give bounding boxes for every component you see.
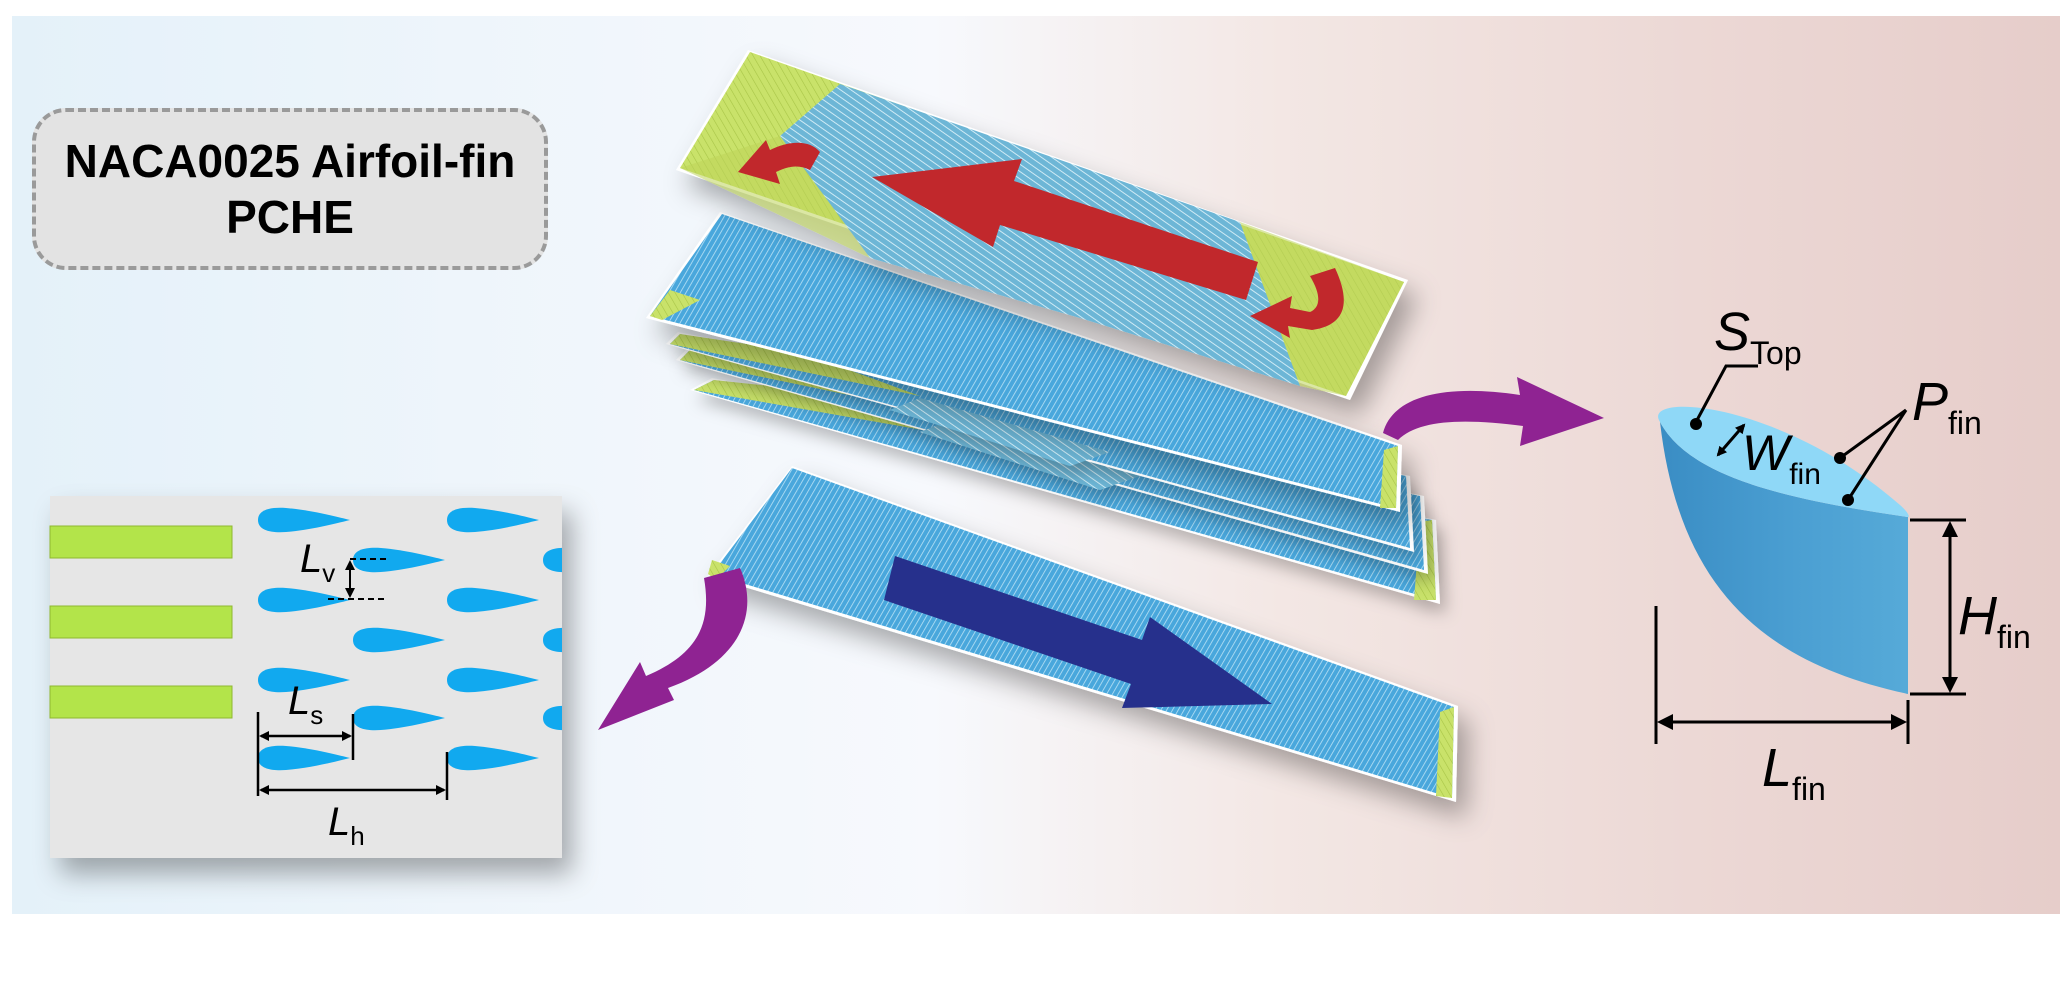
label-lv: Lv [300, 537, 335, 588]
airfoil-fin [258, 745, 350, 771]
hot-inlet-turn-arrow [1250, 268, 1344, 338]
airfoil-fin [353, 627, 445, 653]
zoom-to-fin-arrow [1383, 377, 1604, 446]
hot-outlet-turn-arrow [738, 140, 820, 184]
cold-plate-main [646, 212, 1402, 512]
label-lh: Lh [328, 800, 365, 851]
dim-ls [256, 712, 449, 800]
airfoil-fin [543, 627, 562, 653]
airfoil-fin [447, 587, 539, 613]
straight-fin-1 [49, 525, 233, 559]
label-s-top: STop [1714, 302, 1802, 371]
fin-side-face [1660, 422, 1908, 694]
title-line-1: NACA0025 Airfoil-fin [64, 134, 516, 187]
airfoil-fin [258, 587, 350, 613]
hot-flow-arrow [872, 159, 1258, 300]
airfoil-fin [447, 745, 539, 771]
label-h-fin: Hfin [1958, 586, 2031, 655]
fin-layout-panel: Lv Ls Lh [49, 496, 562, 858]
airfoil-fin [447, 667, 539, 693]
airfoil-fin [543, 547, 562, 573]
title-box: NACA0025 Airfoil-fin PCHE [32, 108, 548, 270]
dim-lv [328, 558, 390, 600]
straight-fin-3 [49, 685, 233, 719]
zoom-to-layout-arrow [598, 568, 748, 730]
fin-detail: STop Wfin Pfin Hfin Lfin [1654, 302, 2031, 807]
label-w-fin: Wfin [1742, 425, 1821, 491]
label-ls: Ls [288, 679, 323, 730]
cold-flow-arrow [884, 556, 1272, 708]
straight-fin-2 [49, 605, 233, 639]
plate-stack [646, 50, 1458, 802]
label-p-fin: Pfin [1912, 372, 1982, 441]
title-line-2: PCHE [226, 191, 354, 243]
airfoil-fin [353, 705, 445, 731]
airfoil-fin [353, 547, 445, 573]
airfoil-array [258, 507, 562, 771]
label-l-fin: Lfin [1762, 738, 1826, 807]
airfoil-fin [258, 507, 350, 533]
airfoil-fin [258, 667, 350, 693]
middle-plate-1 [666, 332, 1414, 552]
airfoil-fin [543, 705, 562, 731]
airfoil-fin [447, 507, 539, 533]
